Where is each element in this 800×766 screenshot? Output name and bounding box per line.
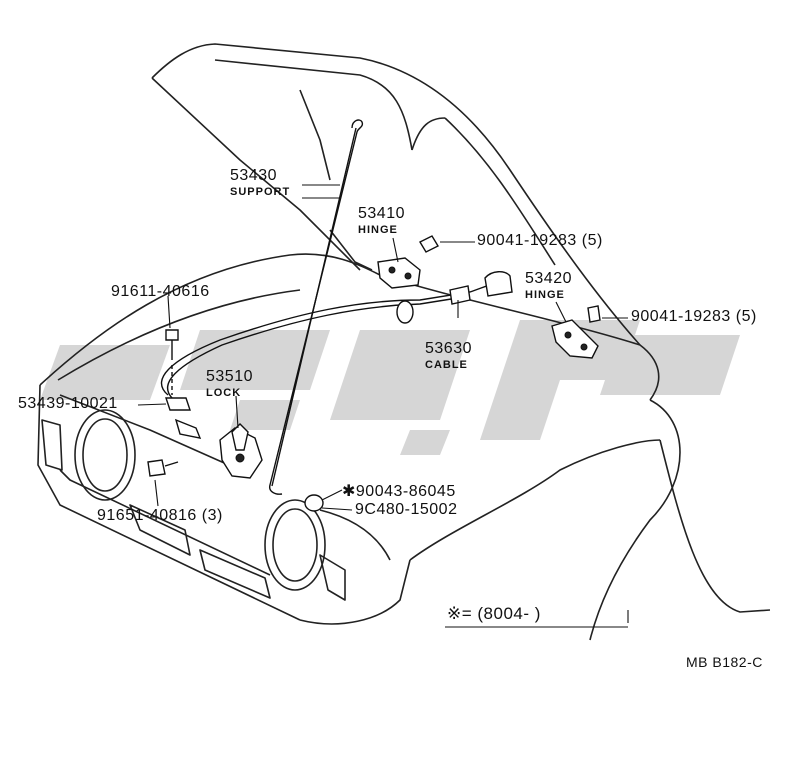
hood-panel <box>151 43 641 346</box>
hood-lock <box>174 418 263 479</box>
grommet-a-part-number: ✱90043-86045 <box>342 483 456 500</box>
hood-support-rod <box>269 119 364 495</box>
hinge-left-part-number: 53410 <box>358 205 405 222</box>
hinge-right-part-name: HINGE <box>525 289 565 301</box>
support-part-name: SUPPORT <box>230 186 291 198</box>
lock-part-number: 53510 <box>206 368 253 385</box>
fasteners <box>147 329 324 512</box>
lock-part-name: LOCK <box>206 387 242 399</box>
bolt-right-part-number: 90041-19283 (5) <box>631 308 757 325</box>
leader-lines <box>137 184 629 628</box>
reference-code: MB B182-C <box>686 654 763 670</box>
bolt-left-part-number: 90041-19283 (5) <box>477 232 603 249</box>
clip-part-number: 53439-10021 <box>18 395 118 412</box>
hinge-left-part-name: HINGE <box>358 224 398 236</box>
hinge-right <box>551 305 601 359</box>
cable-part-number: 53630 <box>425 340 472 357</box>
car-body <box>37 253 771 641</box>
support-part-number: 53430 <box>230 167 277 184</box>
watermark-logo <box>40 320 740 455</box>
date-note: ※= (8004- ) <box>447 604 541 623</box>
release-cable <box>160 271 513 399</box>
hinge-left <box>377 235 439 289</box>
grommet-b-part-number: 9C480-15002 <box>355 501 458 518</box>
hinge-right-part-number: 53420 <box>525 270 572 287</box>
screw-top-part-number: 91611-40616 <box>111 283 210 300</box>
bolt-bottom-part-number: 91651-40816 (3) <box>97 507 223 524</box>
cable-part-name: CABLE <box>425 359 468 371</box>
